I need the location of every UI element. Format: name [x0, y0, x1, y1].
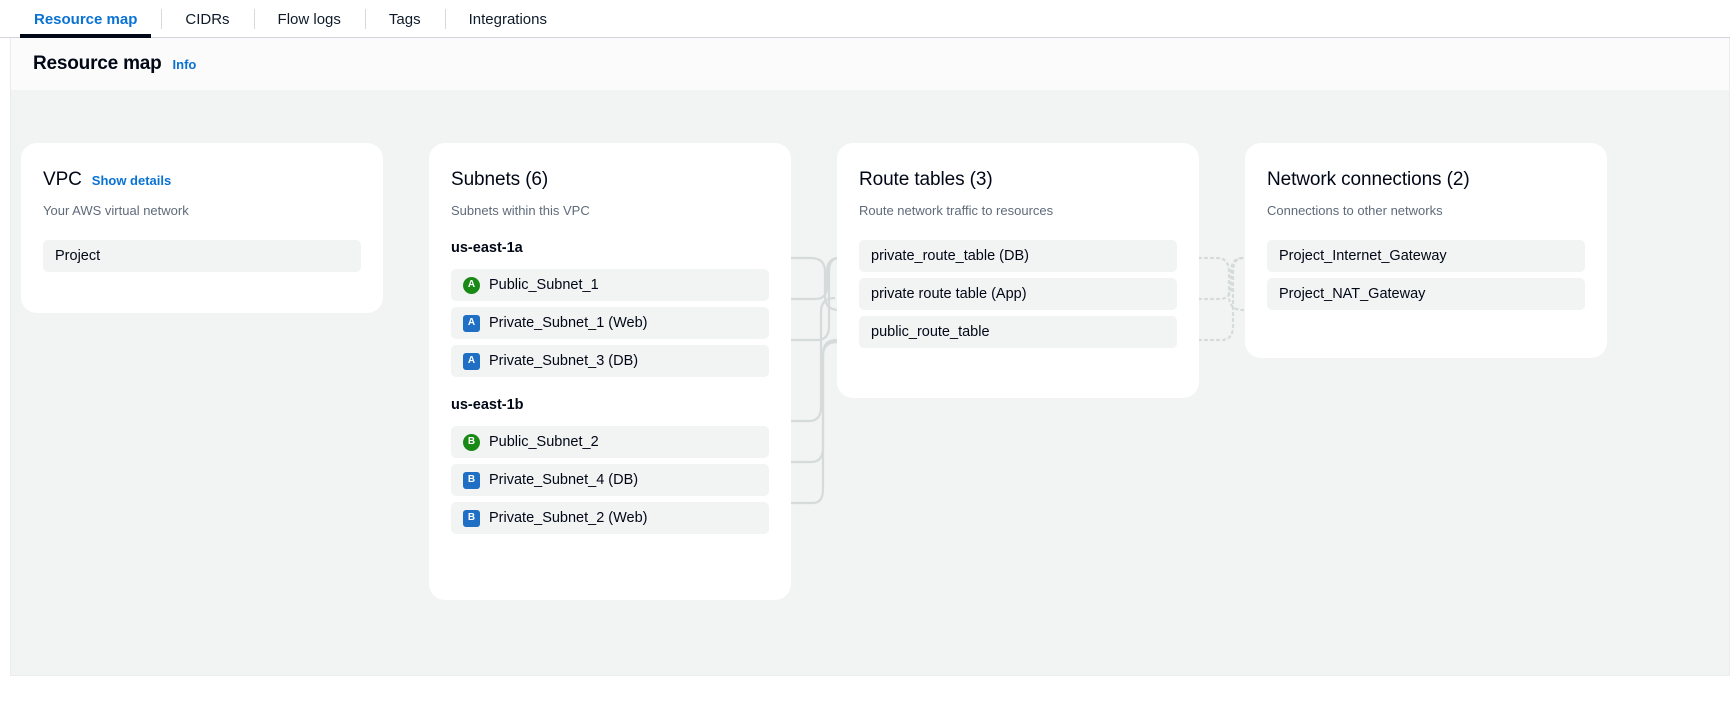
resource-map-panel: Resource map Info VP [10, 38, 1730, 676]
public-subnet-badge-icon: B [463, 433, 480, 451]
card-route-tables-subtitle: Route network traffic to resources [859, 203, 1054, 218]
list-item-label: Public_Subnet_2 [489, 434, 599, 450]
tab-resource-map[interactable]: Resource map [10, 0, 161, 38]
card-route-tables: Route tables (3) Route network traffic t… [837, 143, 1199, 398]
private-subnet-badge-icon: B [463, 509, 480, 527]
page-header: Resource map Info [11, 38, 1729, 90]
list-item[interactable]: A Public_Subnet_1 [451, 269, 769, 301]
info-link[interactable]: Info [172, 56, 197, 72]
card-vpc-subtitle: Your AWS virtual network [43, 203, 189, 218]
card-network-connections-title: Network connections (2) [1267, 169, 1470, 190]
tab-label: Integrations [468, 10, 547, 28]
list-item[interactable]: Project_NAT_Gateway [1267, 278, 1585, 310]
card-network-connections: Network connections (2) Connections to o… [1245, 143, 1607, 358]
card-subnets-rows: us-east-1a A Public_Subnet_1 A Private_S… [451, 240, 769, 534]
card-network-connections-rows: Project_Internet_Gateway Project_NAT_Gat… [1267, 240, 1585, 310]
card-subnets-subtitle: Subnets within this VPC [451, 203, 590, 218]
map-footer-strip [11, 646, 1729, 676]
card-route-tables-rows: private_route_table (DB) private route t… [859, 240, 1177, 348]
list-item-label: Private_Subnet_4 (DB) [489, 472, 639, 488]
list-item[interactable]: private route table (App) [859, 278, 1177, 310]
tab-label: Flow logs [277, 10, 341, 28]
list-item-label: Public_Subnet_1 [489, 277, 599, 293]
list-item-label: Private_Subnet_1 (Web) [489, 315, 648, 331]
card-vpc-header: VPC Show details [43, 169, 361, 191]
private-subnet-badge-icon: A [463, 314, 480, 332]
card-subnets: Subnets (6) Subnets within this VPC us-e… [429, 143, 791, 600]
list-item-label: Project [55, 248, 101, 264]
card-route-tables-title: Route tables (3) [859, 169, 993, 190]
list-item-label: private route table (App) [871, 286, 1027, 302]
tab-integrations[interactable]: Integrations [444, 0, 571, 38]
card-subnets-header: Subnets (6) [451, 169, 769, 191]
card-network-connections-header: Network connections (2) [1267, 169, 1585, 191]
public-subnet-badge-icon: A [463, 276, 480, 294]
card-vpc-rows: Project [43, 240, 361, 272]
tab-label: Resource map [34, 10, 138, 28]
show-details-link[interactable]: Show details [91, 173, 172, 188]
list-item-label: Private_Subnet_3 (DB) [489, 353, 639, 369]
list-item[interactable]: public_route_table [859, 316, 1177, 348]
tab-flow-logs[interactable]: Flow logs [253, 0, 365, 38]
list-item[interactable]: A Private_Subnet_3 (DB) [451, 345, 769, 377]
list-item-label: Private_Subnet_2 (Web) [489, 510, 648, 526]
card-subnets-title: Subnets (6) [451, 169, 549, 190]
availability-zone-heading: us-east-1b [451, 397, 524, 413]
list-item[interactable]: Project_Internet_Gateway [1267, 240, 1585, 272]
card-route-tables-header: Route tables (3) [859, 169, 1177, 191]
list-item-label: Project_Internet_Gateway [1279, 248, 1447, 264]
list-item[interactable]: B Public_Subnet_2 [451, 426, 769, 458]
list-item-label: public_route_table [871, 324, 990, 340]
list-item[interactable]: private_route_table (DB) [859, 240, 1177, 272]
list-item[interactable]: B Private_Subnet_2 (Web) [451, 502, 769, 534]
card-network-connections-subtitle: Connections to other networks [1267, 203, 1443, 218]
tab-bar: Resource map CIDRs Flow logs Tags Integr… [0, 0, 1730, 38]
list-item-label: private_route_table (DB) [871, 248, 1029, 264]
list-item[interactable]: Project [43, 240, 361, 272]
tab-label: CIDRs [185, 10, 230, 28]
card-vpc-title: VPC [43, 169, 82, 190]
page-title: Resource map [33, 53, 162, 74]
list-item[interactable]: A Private_Subnet_1 (Web) [451, 307, 769, 339]
availability-zone-heading: us-east-1a [451, 240, 523, 256]
list-item[interactable]: B Private_Subnet_4 (DB) [451, 464, 769, 496]
resource-map-canvas: VPC Show details Your AWS virtual networ… [11, 90, 1729, 646]
tab-label: Tags [388, 10, 421, 28]
tab-cidrs[interactable]: CIDRs [161, 0, 253, 38]
private-subnet-badge-icon: B [463, 471, 480, 489]
tab-tags[interactable]: Tags [364, 0, 445, 38]
list-item-label: Project_NAT_Gateway [1279, 286, 1426, 302]
private-subnet-badge-icon: A [463, 352, 480, 370]
card-vpc: VPC Show details Your AWS virtual networ… [21, 143, 383, 313]
